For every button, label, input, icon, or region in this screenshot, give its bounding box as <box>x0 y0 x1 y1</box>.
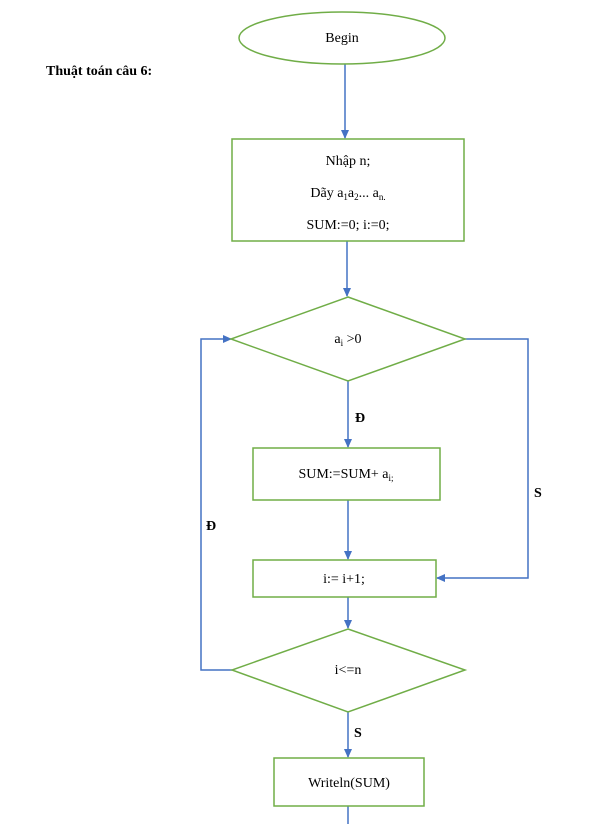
condition2-true-label: Đ <box>206 519 216 534</box>
input-line3: SUM:=0; i:=0; <box>306 218 389 233</box>
increment-label: i:= i+1; <box>323 572 365 587</box>
begin-ellipse <box>238 11 446 65</box>
begin-label: Begin <box>325 31 358 46</box>
condition2-label: i<=n <box>335 663 362 678</box>
condition1-false-label: S <box>534 486 542 501</box>
condition1-true-label: Đ <box>355 411 365 426</box>
condition1-label: ai >0 <box>334 332 361 348</box>
arrow-condition1-false-to-increment <box>436 338 529 582</box>
sum-box <box>252 447 441 501</box>
condition2-decision: i<=n <box>229 628 468 713</box>
condition1-decision: ai >0 <box>228 296 468 382</box>
algorithm-heading: Thuật toán câu 6: <box>46 64 153 79</box>
output-label: Writeln(SUM) <box>308 776 390 791</box>
input-line2: Dãy a1a2... an. <box>310 186 385 202</box>
arrow-condition2-true-loop <box>200 335 232 671</box>
connectors <box>200 64 529 824</box>
sum-label: SUM:=SUM+ ai; <box>298 467 393 483</box>
increment-process: i:= i+1; <box>252 559 437 598</box>
condition1-diamond <box>228 296 468 382</box>
condition2-diamond <box>229 628 468 713</box>
input-line1: Nhập n; <box>326 154 371 169</box>
begin-terminal: Begin <box>238 11 446 65</box>
sum-process: SUM:=SUM+ ai; <box>252 447 441 501</box>
output-box <box>273 757 425 807</box>
increment-box <box>252 559 437 598</box>
input-process: Nhập n; Dãy a1a2... an. SUM:=0; i:=0; <box>231 138 465 242</box>
output-process: Writeln(SUM) <box>273 757 425 807</box>
condition2-false-label: S <box>354 726 362 741</box>
input-box <box>231 138 465 242</box>
